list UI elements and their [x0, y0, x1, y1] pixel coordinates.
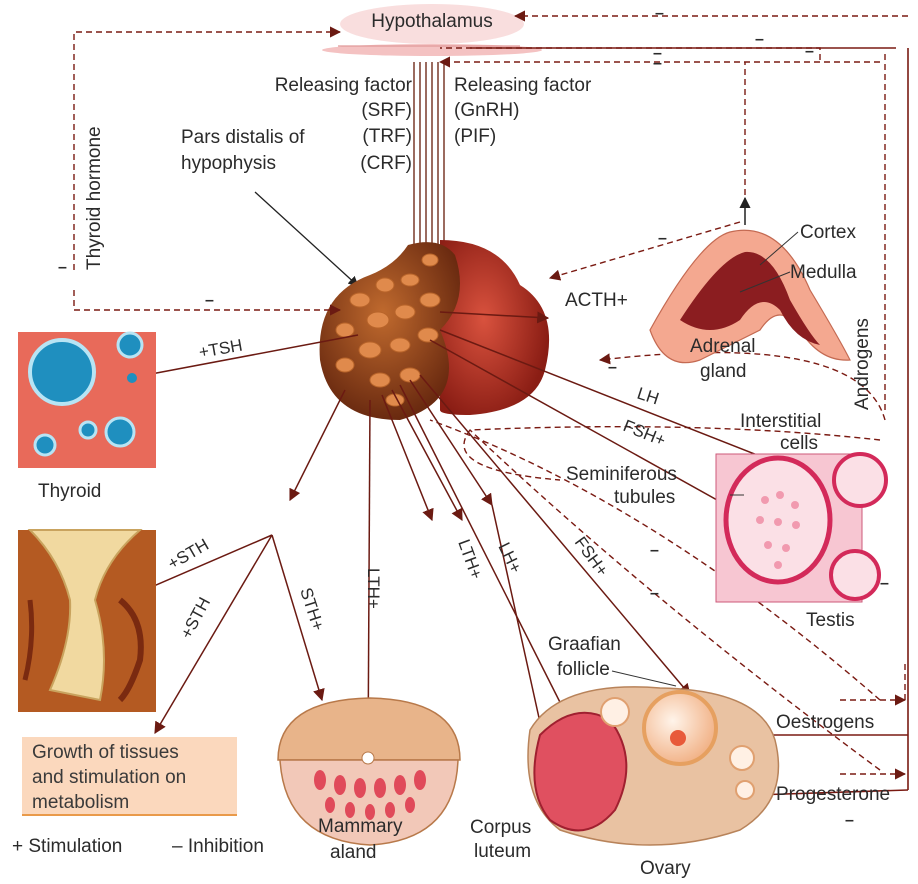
svg-text:Oestrogens: Oestrogens — [776, 712, 874, 733]
svg-text:Interstitial: Interstitial — [740, 411, 821, 432]
svg-text:–: – — [58, 259, 67, 276]
growth-box: Growth of tissues and stimulation on met… — [22, 737, 237, 815]
svg-text:LTH+: LTH+ — [364, 568, 383, 609]
svg-text:(GnRH): (GnRH) — [454, 100, 519, 121]
svg-text:Cortex: Cortex — [800, 222, 856, 243]
thyroid-label: Thyroid — [38, 481, 101, 502]
svg-text:Ovary: Ovary — [640, 858, 691, 879]
adrenal-gland: Cortex Medulla Adrenal gland — [650, 222, 857, 382]
svg-text:FSH+: FSH+ — [621, 416, 669, 450]
svg-text:Adrenal: Adrenal — [690, 336, 756, 357]
svg-text:–: – — [608, 359, 617, 376]
svg-text:–: – — [650, 542, 659, 559]
svg-text:+STH: +STH — [177, 594, 214, 642]
svg-text:Medulla: Medulla — [790, 262, 857, 283]
svg-text:Progesterone: Progesterone — [776, 784, 890, 805]
svg-text:(PIF): (PIF) — [454, 126, 496, 147]
svg-text:tubules: tubules — [614, 487, 675, 508]
svg-text:FSH+: FSH+ — [571, 533, 612, 580]
svg-text:–: – — [880, 575, 889, 592]
svg-text:Testis: Testis — [806, 610, 855, 631]
svg-text:Seminiferous: Seminiferous — [566, 464, 677, 485]
legend: + Stimulation – Inhibition — [12, 836, 264, 857]
svg-text:metabolism: metabolism — [32, 792, 129, 813]
svg-text:LH: LH — [635, 384, 662, 409]
svg-text:LTH+: LTH+ — [454, 537, 486, 582]
ovary: Graafian follicle Corpus luteum Ovary Oe… — [470, 634, 890, 879]
svg-text:hypophysis: hypophysis — [181, 153, 276, 174]
svg-text:–: – — [653, 55, 662, 72]
svg-text:Pars distalis of: Pars distalis of — [181, 127, 305, 148]
svg-text:–: – — [755, 31, 764, 48]
svg-text:ACTH+: ACTH+ — [565, 290, 628, 311]
pars-distalis-label: Pars distalis of hypophysis — [181, 127, 358, 286]
svg-text:Releasing factor: Releasing factor — [454, 75, 592, 96]
androgens-label: Androgens — [852, 318, 873, 410]
svg-text:Releasing factor: Releasing factor — [275, 75, 413, 96]
svg-text:Mammary: Mammary — [318, 816, 403, 837]
feedback-solid — [470, 48, 908, 800]
hypophyseal-stalk — [414, 62, 444, 245]
thyroid-panel: Thyroid — [18, 332, 156, 502]
svg-text:LH+: LH+ — [494, 539, 525, 576]
svg-text:(CRF): (CRF) — [360, 153, 412, 174]
releasing-factors-right: Releasing factor (GnRH) (PIF) — [454, 75, 592, 147]
svg-text:–: – — [805, 43, 814, 60]
svg-text:–: – — [205, 292, 214, 309]
svg-text:–: – — [655, 5, 664, 22]
svg-text:Corpus: Corpus — [470, 817, 531, 838]
svg-text:–: – — [658, 230, 667, 247]
svg-text:luteum: luteum — [474, 841, 531, 862]
svg-text:Growth of tissues: Growth of tissues — [32, 742, 179, 763]
svg-text:and stimulation on: and stimulation on — [32, 767, 186, 788]
svg-text:+STH: +STH — [165, 535, 213, 573]
hypothalamus-label: Hypothalamus — [371, 11, 492, 32]
releasing-factors-left: Releasing factor (SRF) (TRF) (CRF) — [275, 75, 413, 174]
svg-text:follicle: follicle — [557, 659, 610, 680]
legend-stimulation: + Stimulation — [12, 836, 122, 857]
testis-panel: Interstitial cells Seminiferous tubules … — [566, 411, 886, 631]
svg-text:–: – — [845, 812, 854, 829]
tissue-panel — [18, 530, 156, 712]
thyroid-hormone-label: Thyroid hormone — [84, 126, 105, 270]
svg-text:(SRF): (SRF) — [361, 100, 412, 121]
svg-text:aland: aland — [330, 842, 377, 863]
svg-text:–: – — [650, 585, 659, 602]
legend-inhibition: – Inhibition — [172, 836, 264, 857]
svg-text:Graafian: Graafian — [548, 634, 621, 655]
svg-text:(TRF): (TRF) — [362, 126, 412, 147]
svg-text:STH+: STH+ — [296, 585, 328, 633]
svg-text:gland: gland — [700, 361, 747, 382]
svg-text:cells: cells — [780, 433, 818, 454]
mammary-gland: Mammary aland — [278, 698, 460, 863]
